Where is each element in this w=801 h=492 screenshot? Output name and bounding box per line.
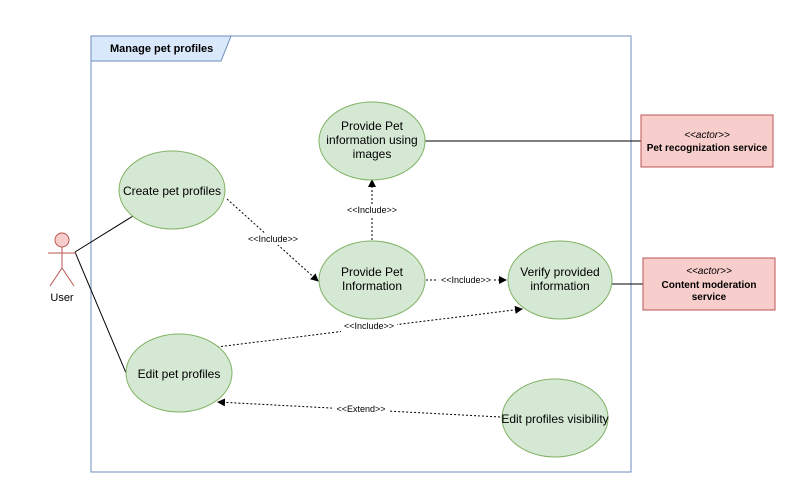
actor-name: Pet recognization service: [647, 143, 768, 154]
actor-stereotype: <<actor>>: [686, 266, 732, 277]
extend-visibility-edit-label: <<Extend>>: [336, 404, 385, 414]
association-user-edit: [74, 251, 130, 381]
associations: [74, 140, 643, 381]
relation-labels: <<Include>> <<Include>> <<Include>> <<In…: [245, 204, 494, 415]
use-case-label-line2: Information: [342, 279, 402, 293]
use-case-verify-provided-information[interactable]: Verify provided information: [507, 240, 613, 320]
use-case-label-line1: Verify provided: [520, 265, 599, 279]
use-case-label-line1: Provide Pet: [341, 265, 404, 279]
use-case-label-line1: Provide Pet: [341, 119, 404, 133]
system-title: Manage pet profiles: [110, 43, 213, 55]
include-info-images-label: <<Include>>: [347, 205, 397, 215]
use-case-provide-pet-information[interactable]: Provide Pet Information: [318, 240, 426, 320]
system-title-tab: [90, 35, 232, 62]
use-case-label-line2: information using: [326, 133, 417, 147]
include-edit-verify-label: <<Include>>: [344, 321, 394, 331]
use-case-label-line2: information: [530, 279, 589, 293]
actor-right-leg: [61, 267, 75, 287]
use-case-label-line3: images: [353, 147, 392, 161]
actor-head: [54, 232, 70, 248]
use-case-create-pet-profiles[interactable]: Create pet profiles: [118, 150, 226, 230]
use-case-edit-pet-profiles[interactable]: Edit pet profiles: [125, 333, 233, 413]
actor-left-leg: [49, 267, 63, 287]
use-case-label: Create pet profiles: [123, 184, 221, 198]
use-case-label: Edit profiles visibility: [501, 412, 608, 426]
actor-stereotype: <<actor>>: [684, 130, 730, 141]
actor-name-line2: service: [692, 292, 727, 303]
include-info-verify-label: <<Include>>: [441, 275, 491, 285]
use-case-provide-pet-information-using-images[interactable]: Provide Pet information using images: [318, 101, 426, 181]
include-create-info-label: <<Include>>: [248, 234, 298, 244]
association-user-create: [74, 215, 134, 253]
actor-user[interactable]: [48, 232, 76, 287]
actor-content-moderation-service[interactable]: <<actor>> Content moderation service: [642, 257, 776, 311]
actor-user-label: User: [50, 292, 74, 304]
actor-name-line1: Content moderation: [662, 280, 757, 291]
use-case-label: Edit pet profiles: [138, 367, 221, 381]
use-case-edit-profiles-visibility[interactable]: Edit profiles visibility: [501, 378, 609, 458]
actor-pet-recognition-service[interactable]: <<actor>> Pet recognization service: [640, 114, 774, 168]
